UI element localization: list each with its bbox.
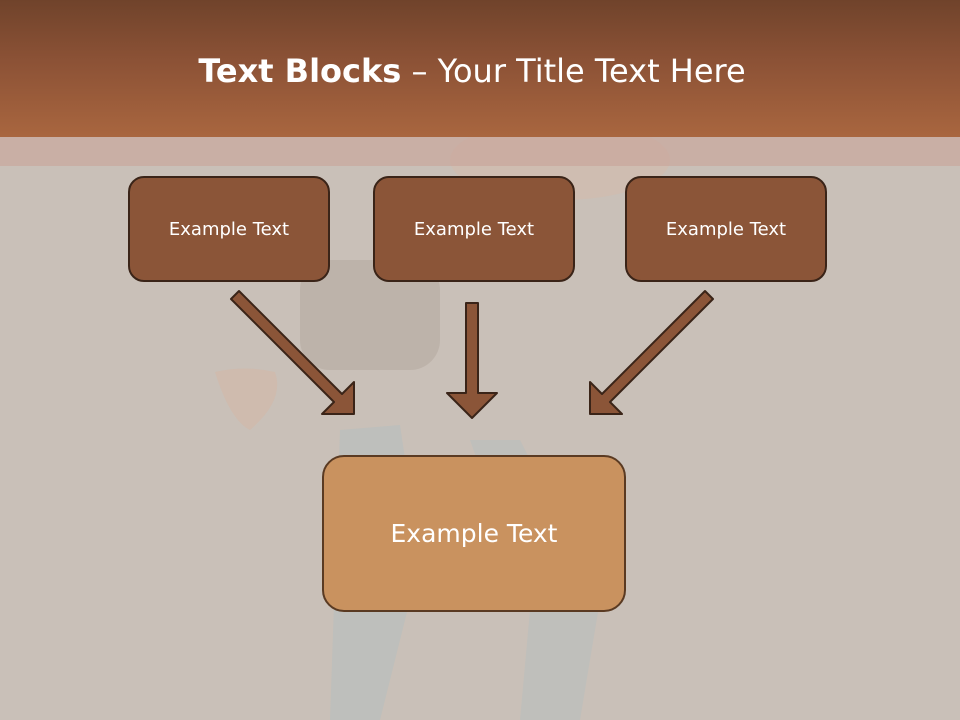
arrow-right — [589, 290, 714, 415]
target-text-block: Example Text — [322, 455, 626, 612]
text-block-1: Example Text — [128, 176, 330, 282]
slide-title: Text Blocks – Your Title Text Here — [0, 52, 944, 90]
slide-title-bold: Text Blocks — [198, 52, 402, 90]
target-text-block-label: Example Text — [390, 519, 558, 548]
title-banner-strip — [0, 137, 960, 166]
text-block-1-label: Example Text — [168, 218, 290, 240]
text-block-3: Example Text — [625, 176, 827, 282]
text-block-3-label: Example Text — [665, 218, 787, 240]
title-banner — [0, 0, 960, 137]
arrow-center — [446, 302, 498, 419]
slide-title-rest: – Your Title Text Here — [401, 52, 746, 90]
text-block-2-label: Example Text — [413, 218, 535, 240]
text-block-2: Example Text — [373, 176, 575, 282]
arrow-left — [230, 290, 355, 415]
